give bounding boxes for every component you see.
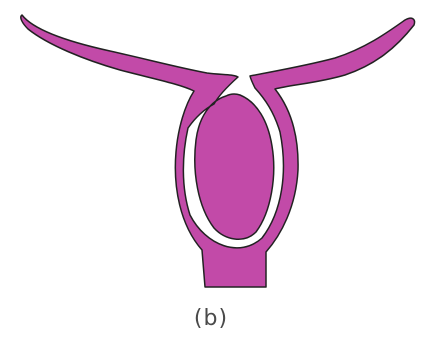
u-shaped-cross-section [21,15,415,287]
figure-caption: (b) [0,306,422,331]
